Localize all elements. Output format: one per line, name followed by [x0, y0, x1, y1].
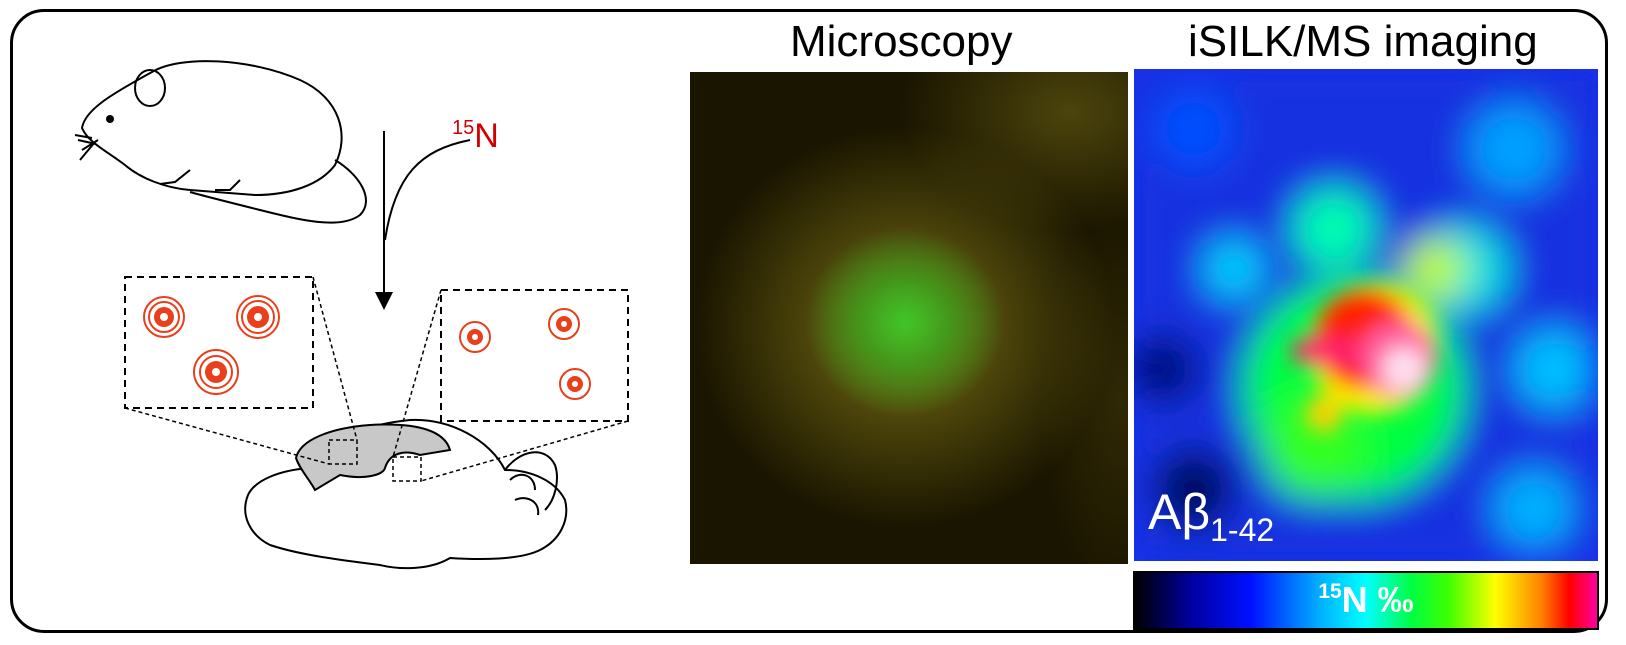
plaque-group-right	[459, 308, 591, 400]
ms-imaging-title: iSILK/MS imaging	[1188, 17, 1538, 66]
roi-box-left	[328, 439, 358, 465]
microscopy-image	[690, 72, 1128, 564]
colorbar-label: 15N ‰	[1318, 579, 1414, 620]
arrow-head	[375, 292, 393, 310]
mouse-illustration	[74, 60, 367, 224]
zoom-line	[420, 420, 629, 482]
plaque-group-left	[143, 295, 280, 395]
isotope-curve	[384, 139, 471, 241]
microscopy-title: Microscopy	[790, 17, 1013, 66]
roi-box-right	[392, 456, 422, 482]
left-schematic	[74, 60, 629, 570]
zoom-line	[392, 289, 442, 458]
peptide-label: Aβ1-42	[1148, 484, 1275, 548]
colorbar: 15N ‰	[1133, 571, 1599, 630]
inset-right	[440, 289, 629, 422]
mouse-eye	[106, 115, 114, 123]
figure-frame	[10, 9, 1608, 633]
inset-left	[124, 276, 314, 409]
ms-image: Aβ1-42	[1134, 69, 1598, 561]
zoom-line	[124, 407, 330, 465]
zoom-line	[312, 276, 358, 441]
hippocampus-region	[294, 423, 452, 492]
isotope-label: 15N	[452, 117, 499, 155]
